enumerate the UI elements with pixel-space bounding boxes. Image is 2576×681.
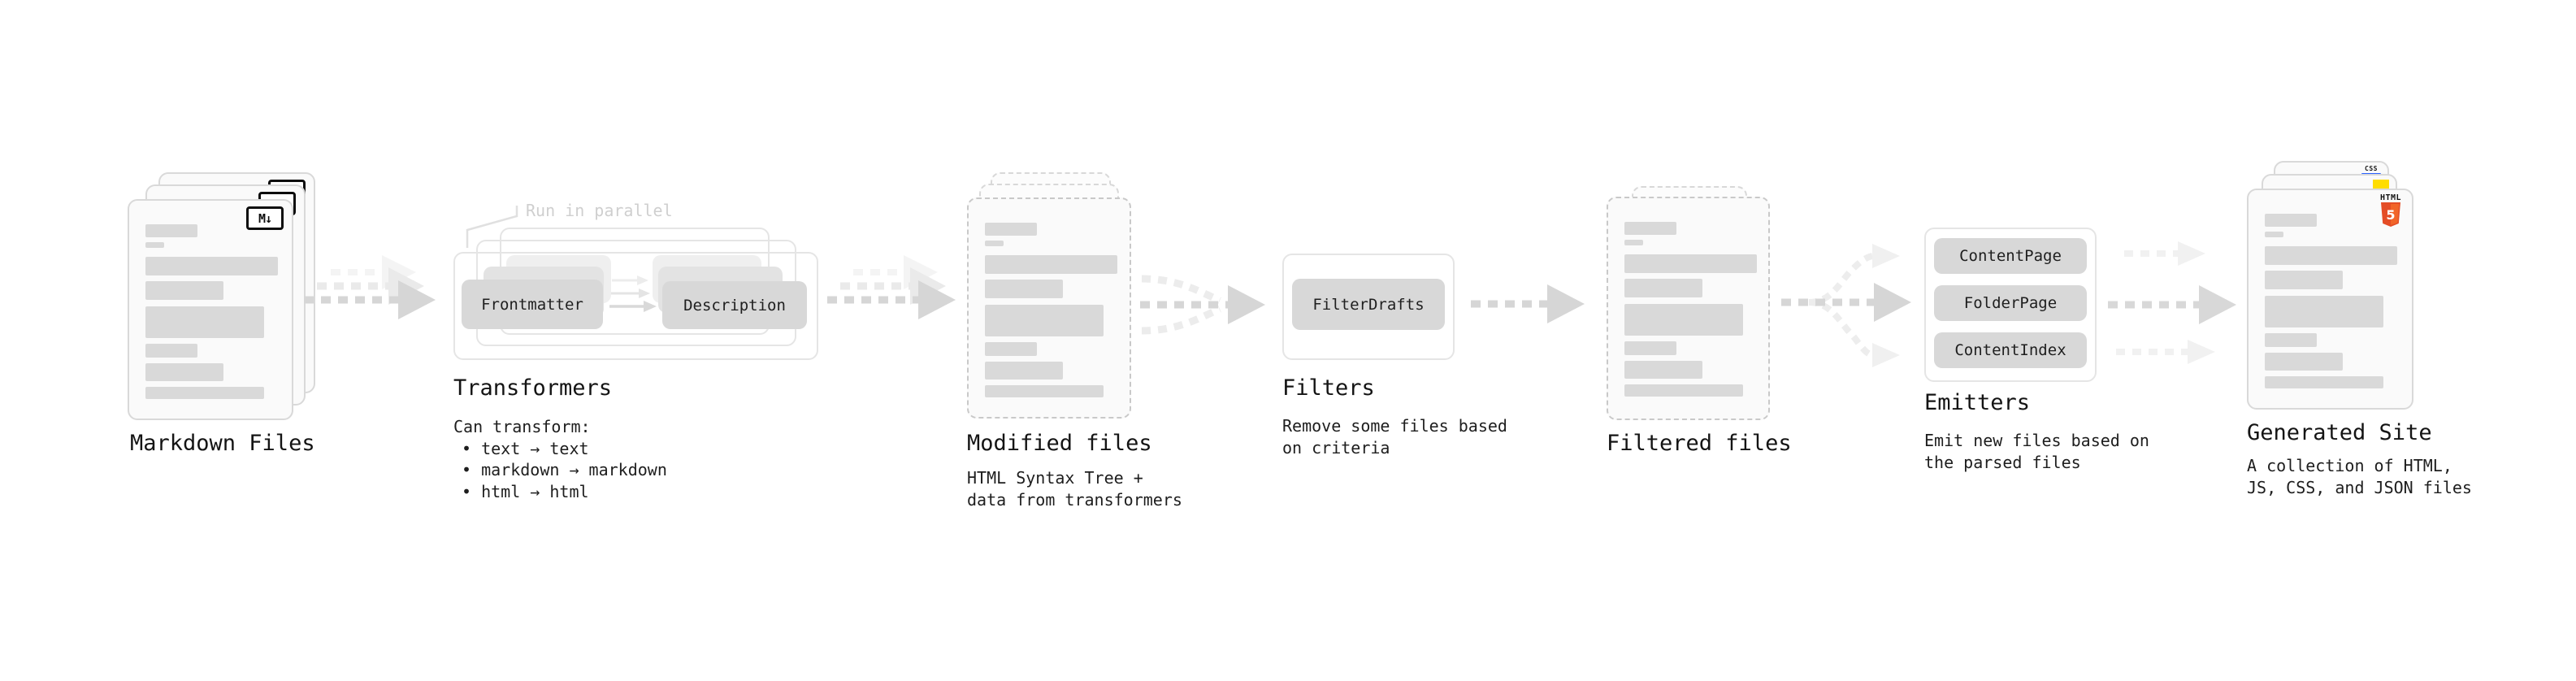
- flow-arrow-filters-to-filtered-icon: [1471, 284, 1585, 323]
- markdown-files-label: Markdown Files: [130, 431, 315, 456]
- flow-arrow-modified-to-filters-icon: [1140, 275, 1265, 335]
- frontmatter-node: Frontmatter: [462, 280, 603, 329]
- modified-files-description: HTML Syntax Tree + data from transformer…: [967, 468, 1182, 510]
- text-line-placeholder: [985, 255, 1117, 274]
- text-line-placeholder: [2265, 376, 2383, 388]
- markdown-logo-icon: M↓: [246, 206, 284, 230]
- text-line-placeholder: [1624, 240, 1643, 245]
- text-line-placeholder: [985, 223, 1037, 236]
- contentindex-node: ContentIndex: [1934, 332, 2087, 368]
- text-line-placeholder: [985, 305, 1104, 336]
- text-line-placeholder: [145, 387, 264, 399]
- generated-site-description: A collection of HTML, JS, CSS, and JSON …: [2247, 456, 2472, 497]
- note-leader-line: [466, 206, 518, 248]
- text-line-placeholder: [1624, 279, 1702, 297]
- text-line-placeholder: [985, 280, 1063, 298]
- parallel-arrows-icon: [609, 275, 657, 312]
- text-line-placeholder: [2265, 246, 2397, 265]
- transformer-layer-front: [453, 252, 818, 360]
- text-line-placeholder: [2265, 232, 2283, 237]
- flow-arrow-emitters-to-generated-icon: [2108, 241, 2236, 364]
- description-node: Description: [662, 281, 807, 329]
- emitters-description: Emit new files based on the parsed files: [1924, 431, 2149, 472]
- html5-logo-icon: HTML 5: [2379, 193, 2402, 227]
- flow-arrow-markdown-to-transformers-icon: [304, 255, 436, 319]
- modified-files-label: Modified files: [967, 431, 1152, 456]
- text-line-placeholder: [145, 306, 264, 338]
- folderpage-node: FolderPage: [1934, 285, 2087, 321]
- text-line-placeholder: [145, 224, 197, 237]
- emitters-heading: Emitters: [1924, 390, 2031, 415]
- contentpage-node: ContentPage: [1934, 238, 2087, 274]
- text-line-placeholder: [2265, 271, 2343, 289]
- text-line-placeholder: [2265, 214, 2317, 227]
- generated-site-label: Generated Site: [2247, 420, 2432, 445]
- markdown-file-card-front: M↓: [128, 199, 293, 420]
- text-line-placeholder: [985, 342, 1037, 356]
- transformers-description: Can transform: • text → text • markdown …: [453, 416, 667, 502]
- text-line-placeholder: [145, 257, 278, 275]
- filtered-file-card: [1607, 197, 1770, 420]
- text-line-placeholder: [145, 242, 164, 248]
- js-file-icon: [2373, 180, 2389, 189]
- run-in-parallel-note: Run in parallel: [526, 201, 673, 220]
- text-line-placeholder: [2265, 333, 2317, 347]
- filters-heading: Filters: [1282, 375, 1375, 401]
- can-transform-title: Can transform:: [453, 417, 591, 436]
- text-line-placeholder: [985, 385, 1104, 397]
- text-line-placeholder: [145, 344, 197, 358]
- text-line-placeholder: [1624, 361, 1702, 379]
- svg-text:5: 5: [2386, 207, 2395, 223]
- text-line-placeholder: [985, 362, 1063, 380]
- generated-file-card-html: HTML 5: [2247, 189, 2413, 410]
- filtered-files-label: Filtered files: [1607, 431, 1792, 456]
- text-line-placeholder: [145, 363, 223, 381]
- text-line-placeholder: [985, 241, 1004, 246]
- bullet-item: • text → text: [462, 438, 589, 458]
- filters-description: Remove some files based on criteria: [1282, 416, 1507, 458]
- bullet-item: • markdown → markdown: [462, 460, 667, 479]
- modified-file-card: [967, 197, 1131, 419]
- text-line-placeholder: [1624, 304, 1743, 336]
- transformers-heading: Transformers: [453, 375, 613, 401]
- text-line-placeholder: [2265, 353, 2343, 371]
- flow-arrow-filtered-to-emitters-icon: [1781, 244, 1911, 367]
- text-line-placeholder: [1624, 222, 1676, 235]
- filterdrafts-node: FilterDrafts: [1292, 279, 1445, 330]
- text-line-placeholder: [1624, 384, 1743, 397]
- bullet-item: • html → html: [462, 481, 589, 501]
- flow-arrow-transformers-to-modified-icon: [827, 255, 956, 319]
- text-line-placeholder: [1624, 254, 1757, 273]
- text-line-placeholder: [145, 281, 223, 300]
- text-line-placeholder: [1624, 341, 1676, 355]
- text-line-placeholder: [2265, 296, 2383, 327]
